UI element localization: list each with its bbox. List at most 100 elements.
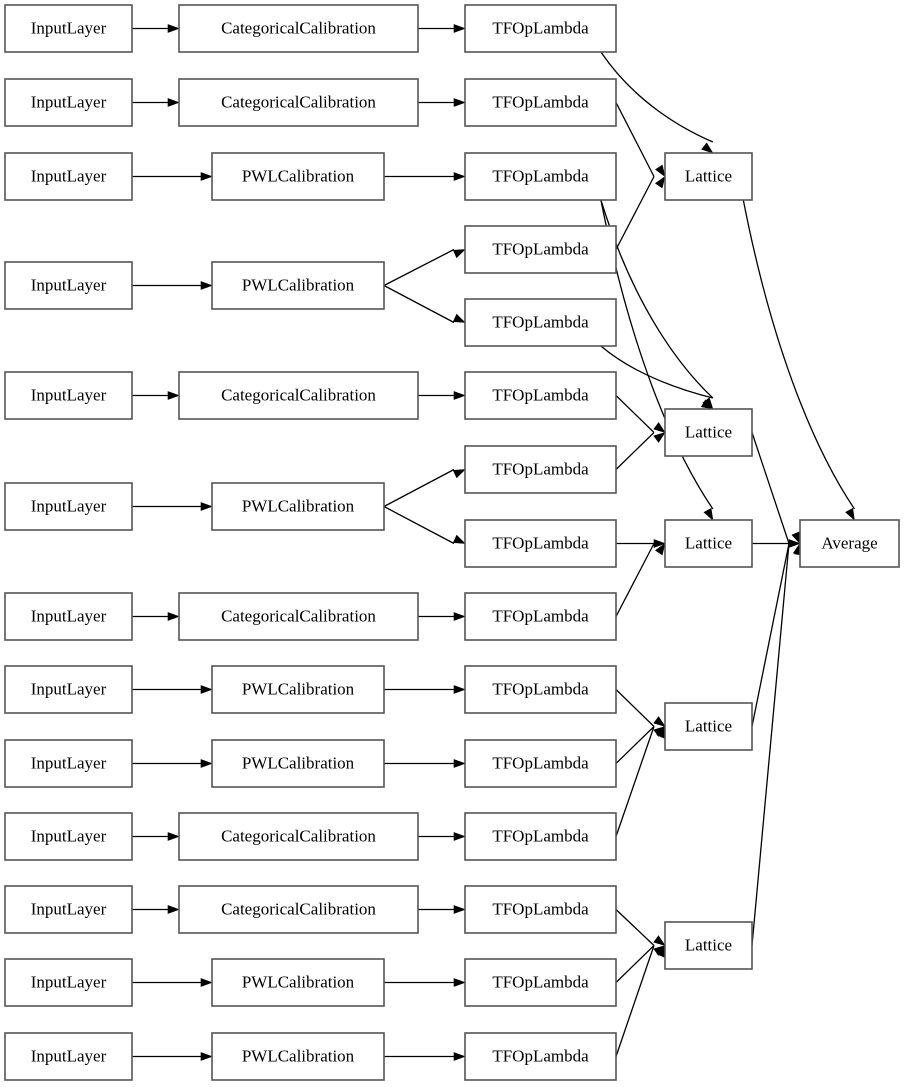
node-box[interactable] [211, 958, 385, 1007]
node-box[interactable] [4, 4, 133, 53]
node-box[interactable] [664, 519, 753, 568]
node-box[interactable] [178, 812, 419, 861]
node-box[interactable] [464, 812, 617, 861]
node-categoricalcalibration-cal7[interactable]: CategoricalCalibration [178, 592, 419, 641]
node-tfoplambda-tf4[interactable]: TFOpLambda [464, 225, 617, 274]
node-box[interactable] [464, 371, 617, 420]
node-box[interactable] [664, 152, 753, 201]
node-tfoplambda-tf9[interactable]: TFOpLambda [464, 592, 617, 641]
edge-tfoplambda-to-lattice-arrowhead [655, 542, 666, 556]
node-box[interactable] [464, 1032, 617, 1081]
node-box[interactable] [464, 152, 617, 201]
node-inputlayer-in2[interactable]: InputLayer [4, 78, 133, 127]
node-box[interactable] [178, 885, 419, 934]
node-lattice-lat2[interactable]: Lattice [664, 408, 753, 457]
node-tfoplambda-tf8[interactable]: TFOpLambda [464, 519, 617, 568]
node-pwlcalibration-cal4[interactable]: PWLCalibration [211, 261, 385, 310]
node-inputlayer-in8[interactable]: InputLayer [4, 665, 133, 714]
node-box[interactable] [4, 812, 133, 861]
node-inputlayer-in1[interactable]: InputLayer [4, 4, 133, 53]
node-box[interactable] [211, 739, 385, 788]
node-categoricalcalibration-cal10[interactable]: CategoricalCalibration [178, 812, 419, 861]
node-box[interactable] [464, 739, 617, 788]
node-pwlcalibration-cal8[interactable]: PWLCalibration [211, 665, 385, 714]
node-categoricalcalibration-cal1[interactable]: CategoricalCalibration [178, 4, 419, 53]
node-box[interactable] [4, 152, 133, 201]
node-box[interactable] [178, 4, 419, 53]
node-tfoplambda-tf1[interactable]: TFOpLambda [464, 4, 617, 53]
node-box[interactable] [211, 152, 385, 201]
node-inputlayer-in3[interactable]: InputLayer [4, 152, 133, 201]
node-box[interactable] [4, 958, 133, 1007]
node-box[interactable] [464, 519, 617, 568]
node-inputlayer-in11[interactable]: InputLayer [4, 885, 133, 934]
edge-categoricalcalibration-to-tfoplambda-arrowhead [453, 24, 466, 33]
edge-categoricalcalibration-to-tfoplambda-arrowhead [453, 612, 466, 621]
node-categoricalcalibration-cal2[interactable]: CategoricalCalibration [178, 78, 419, 127]
node-box[interactable] [664, 702, 753, 751]
node-pwlcalibration-cal9[interactable]: PWLCalibration [211, 739, 385, 788]
node-tfoplambda-tf5[interactable]: TFOpLambda [464, 298, 617, 347]
node-categoricalcalibration-cal5[interactable]: CategoricalCalibration [178, 371, 419, 420]
node-tfoplambda-tf15[interactable]: TFOpLambda [464, 1032, 617, 1081]
node-tfoplambda-tf10[interactable]: TFOpLambda [464, 665, 617, 714]
edge-pwlcalibration-to-tfoplambda-arrowhead [452, 469, 466, 479]
node-tfoplambda-tf7[interactable]: TFOpLambda [464, 445, 617, 494]
node-inputlayer-in5[interactable]: InputLayer [4, 371, 133, 420]
node-box[interactable] [464, 298, 617, 347]
node-box[interactable] [4, 371, 133, 420]
edge-tfoplambda-to-lattice-arrowhead [701, 142, 714, 154]
node-inputlayer-in12[interactable]: InputLayer [4, 958, 133, 1007]
edge-tfoplambda-to-lattice [615, 395, 655, 433]
node-inputlayer-in13[interactable]: InputLayer [4, 1032, 133, 1081]
node-box[interactable] [4, 482, 133, 531]
node-box[interactable] [4, 665, 133, 714]
node-lattice-lat3[interactable]: Lattice [664, 519, 753, 568]
node-box[interactable] [178, 371, 419, 420]
node-pwlcalibration-cal6[interactable]: PWLCalibration [211, 482, 385, 531]
node-lattice-lat4[interactable]: Lattice [664, 702, 753, 751]
node-box[interactable] [211, 1032, 385, 1081]
node-box[interactable] [664, 921, 753, 970]
node-box[interactable] [464, 445, 617, 494]
node-categoricalcalibration-cal11[interactable]: CategoricalCalibration [178, 885, 419, 934]
node-box[interactable] [799, 519, 900, 568]
node-inputlayer-in10[interactable]: InputLayer [4, 812, 133, 861]
node-box[interactable] [664, 408, 753, 457]
node-box[interactable] [464, 225, 617, 274]
node-lattice-lat1[interactable]: Lattice [664, 152, 753, 201]
node-box[interactable] [178, 592, 419, 641]
node-lattice-lat5[interactable]: Lattice [664, 921, 753, 970]
node-box[interactable] [178, 78, 419, 127]
node-tfoplambda-tf12[interactable]: TFOpLambda [464, 812, 617, 861]
node-tfoplambda-tf3[interactable]: TFOpLambda [464, 152, 617, 201]
node-box[interactable] [4, 592, 133, 641]
node-box[interactable] [4, 739, 133, 788]
node-box[interactable] [4, 1032, 133, 1081]
node-pwlcalibration-cal12[interactable]: PWLCalibration [211, 958, 385, 1007]
node-inputlayer-in7[interactable]: InputLayer [4, 592, 133, 641]
node-box[interactable] [211, 261, 385, 310]
node-box[interactable] [211, 665, 385, 714]
node-box[interactable] [464, 4, 617, 53]
node-tfoplambda-tf14[interactable]: TFOpLambda [464, 958, 617, 1007]
node-box[interactable] [464, 78, 617, 127]
node-inputlayer-in6[interactable]: InputLayer [4, 482, 133, 531]
node-box[interactable] [211, 482, 385, 531]
node-pwlcalibration-cal13[interactable]: PWLCalibration [211, 1032, 385, 1081]
node-inputlayer-in4[interactable]: InputLayer [4, 261, 133, 310]
node-box[interactable] [464, 592, 617, 641]
node-tfoplambda-tf13[interactable]: TFOpLambda [464, 885, 617, 934]
node-average-avg[interactable]: Average [799, 519, 900, 568]
node-box[interactable] [4, 78, 133, 127]
node-tfoplambda-tf2[interactable]: TFOpLambda [464, 78, 617, 127]
node-tfoplambda-tf6[interactable]: TFOpLambda [464, 371, 617, 420]
node-box[interactable] [464, 665, 617, 714]
node-tfoplambda-tf11[interactable]: TFOpLambda [464, 739, 617, 788]
node-box[interactable] [4, 885, 133, 934]
node-pwlcalibration-cal3[interactable]: PWLCalibration [211, 152, 385, 201]
node-box[interactable] [464, 958, 617, 1007]
node-box[interactable] [4, 261, 133, 310]
node-inputlayer-in9[interactable]: InputLayer [4, 739, 133, 788]
node-box[interactable] [464, 885, 617, 934]
